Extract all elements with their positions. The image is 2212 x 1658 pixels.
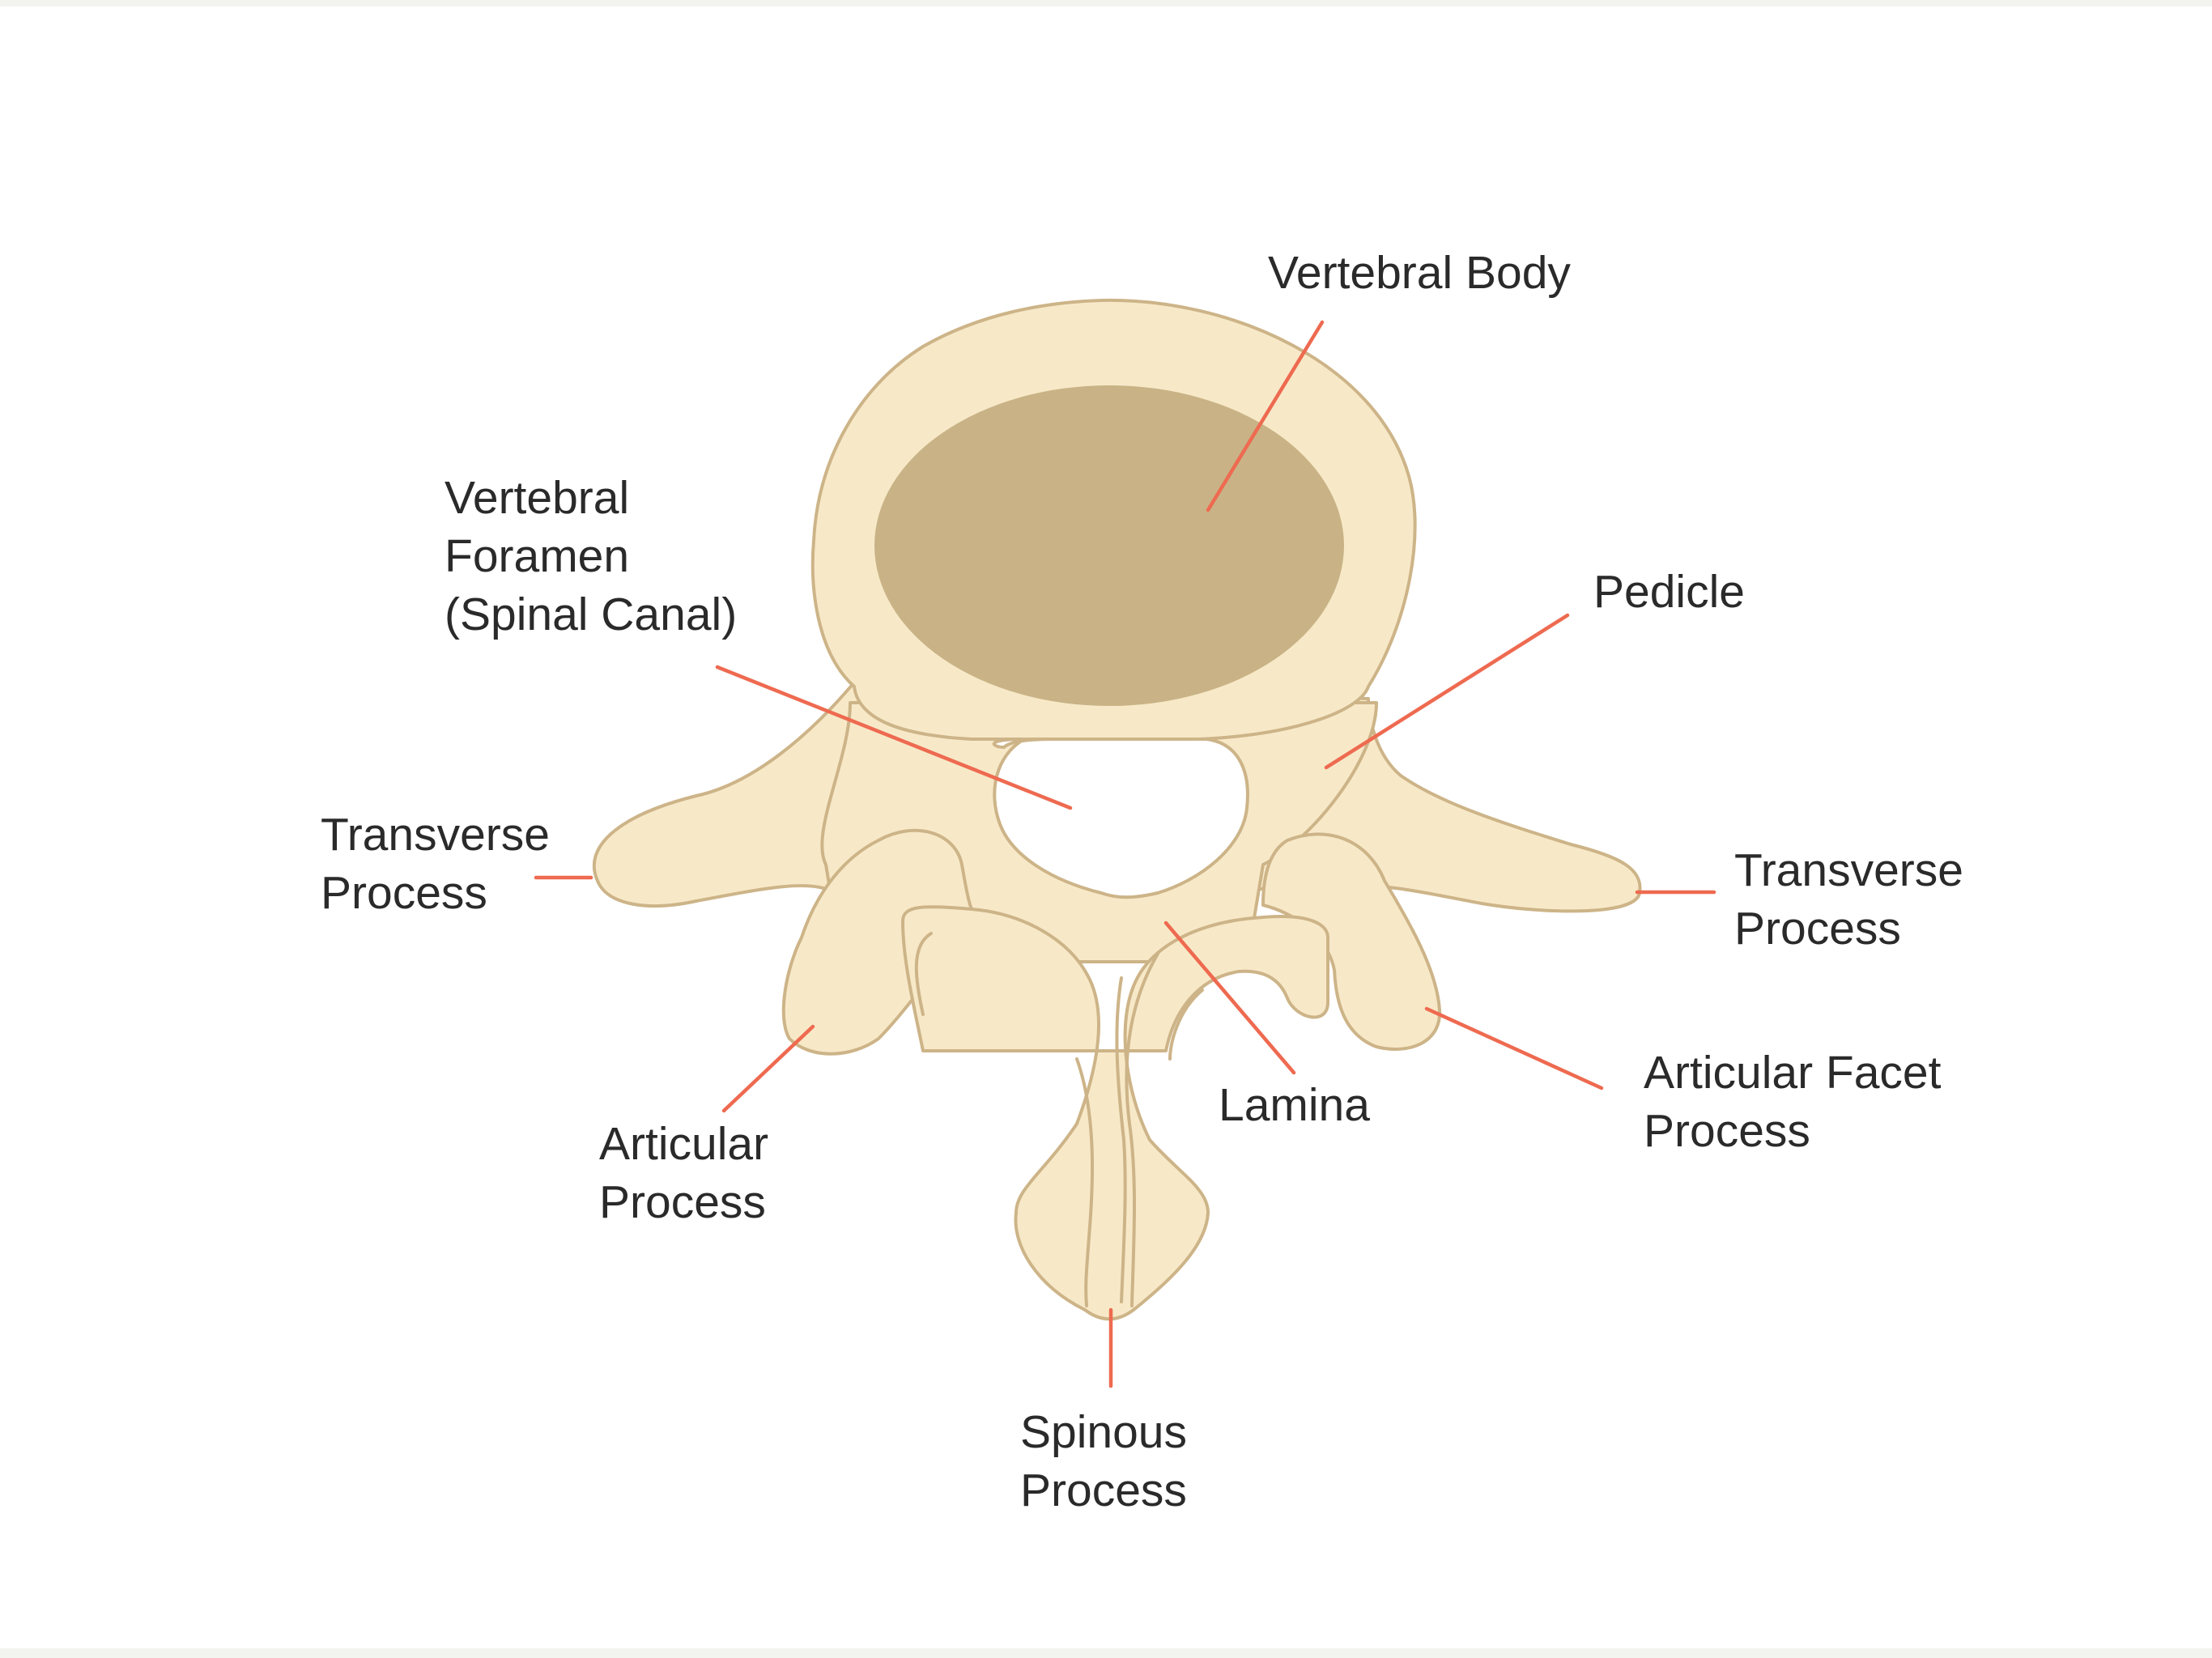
- leader-pedicle: [1324, 613, 1570, 770]
- label-articular-process: Articular Process: [599, 1118, 781, 1228]
- leader-vertebral-body: [1206, 320, 1325, 512]
- leader-articular-facet-process: [1424, 1006, 1604, 1090]
- lamina-inner-line-left: [914, 932, 933, 1016]
- vertebral-foramen-shape: [992, 737, 1249, 899]
- leader-vertebral-foramen: [715, 665, 1073, 810]
- label-transverse-process-left: Transverse Process: [321, 809, 563, 919]
- vertebral-body-disc: [874, 385, 1344, 706]
- label-lamina: Lamina: [1219, 1079, 1370, 1131]
- spinous-inner-line-right: [1125, 952, 1159, 1307]
- label-spinous-process: Spinous Process: [1020, 1406, 1200, 1516]
- diagram-canvas: Vertebral Body Vertebral Foramen (Spinal…: [0, 6, 2212, 1648]
- spinous-inner-line-left: [1075, 1057, 1095, 1307]
- lamina-inner-line-right: [1168, 988, 1204, 1061]
- left-articular-process-shape: [781, 828, 981, 1056]
- leader-lamina: [1163, 920, 1296, 1075]
- vertebra-diagram: Vertebral Body Vertebral Foramen (Spinal…: [321, 247, 1976, 1516]
- label-articular-facet-process: Articular Facet Process: [1644, 1047, 1954, 1157]
- label-vertebral-foramen: Vertebral Foramen (Spinal Canal): [445, 472, 737, 640]
- spinous-inner-line-mid: [1115, 976, 1127, 1303]
- right-articular-facet-process-shape: [1261, 832, 1442, 1051]
- lamina-spinous-shape: [901, 905, 1329, 1321]
- leader-articular-process: [721, 1024, 815, 1113]
- label-pedicle: Pedicle: [1593, 566, 1745, 618]
- label-vertebral-body: Vertebral Body: [1268, 247, 1571, 299]
- label-transverse-process-right: Transverse Process: [1734, 844, 1976, 954]
